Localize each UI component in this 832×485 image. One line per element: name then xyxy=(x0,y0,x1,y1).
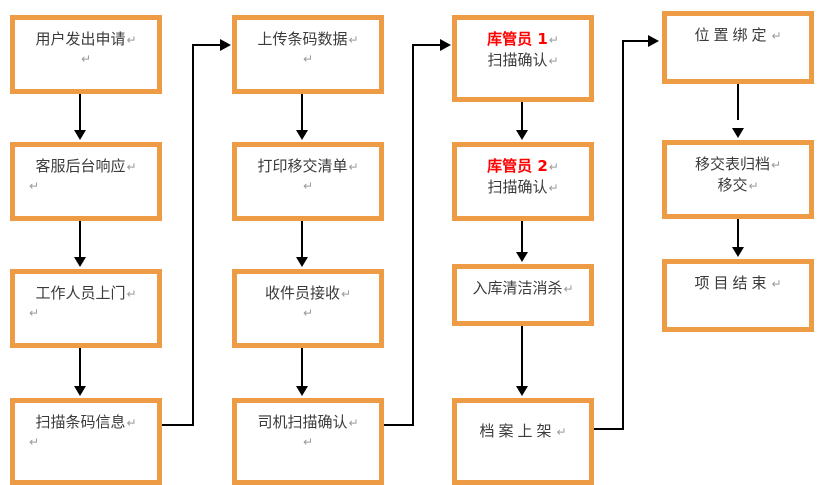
node-label-line1: 收件员接收↵ xyxy=(264,284,352,302)
node-label-line2: 移交↵ xyxy=(717,175,759,194)
arrow-head-icon xyxy=(296,130,308,140)
connector-line xyxy=(622,40,624,430)
arrow-head-icon xyxy=(648,35,659,47)
return-mark-icon: ↵ xyxy=(29,305,40,320)
connector-line xyxy=(737,84,739,120)
return-mark-icon: ↵ xyxy=(29,178,40,193)
connector-line xyxy=(192,44,194,426)
node-label-line2: 扫描确认↵ xyxy=(487,177,559,196)
node-label-line1: 库管员 2↵ xyxy=(487,157,559,175)
connector-line xyxy=(384,424,414,426)
node-inbound-clean-disinfect[interactable]: 入库清洁消杀↵ xyxy=(452,264,594,326)
node-label-line1: 档案上架↵ xyxy=(479,422,567,440)
node-transfer-form-filing[interactable]: 移交表归档↵ 移交↵ xyxy=(662,140,814,219)
arrow-head-icon xyxy=(220,39,231,51)
arrow-head-icon xyxy=(732,247,744,257)
connector-line xyxy=(521,221,523,254)
node-label-line1: 项目结束↵ xyxy=(694,274,782,292)
connector-line xyxy=(301,221,303,259)
return-mark-icon: ↵ xyxy=(302,305,314,320)
node-label-line1: 工作人员上门↵ xyxy=(35,284,137,302)
arrow-head-icon xyxy=(440,39,451,51)
node-label-line1: 司机扫描确认↵ xyxy=(257,413,359,431)
node-print-transfer-list[interactable]: 打印移交清单↵ ↵ xyxy=(232,142,384,221)
arrow-head-icon xyxy=(732,128,744,138)
connector-line xyxy=(79,221,81,259)
node-location-binding[interactable]: 位置绑定↵ xyxy=(662,11,814,84)
return-mark-icon: ↵ xyxy=(29,434,40,449)
connector-line xyxy=(412,44,442,46)
node-label-line2: 扫描确认↵ xyxy=(487,50,559,69)
node-archive-shelving[interactable]: 档案上架↵ xyxy=(452,398,594,485)
node-warehouse-keeper-2[interactable]: 库管员 2↵ 扫描确认↵ xyxy=(452,142,594,221)
connector-line xyxy=(412,44,414,426)
arrow-head-icon xyxy=(296,257,308,267)
arrow-head-icon xyxy=(516,252,528,262)
return-mark-icon: ↵ xyxy=(548,160,559,174)
node-label-line1: 客服后台响应↵ xyxy=(35,157,137,175)
return-mark-icon: ↵ xyxy=(126,160,137,174)
node-warehouse-keeper-1[interactable]: 库管员 1↵ 扫描确认↵ xyxy=(452,15,594,102)
connector-line xyxy=(521,326,523,388)
return-mark-icon: ↵ xyxy=(556,425,567,439)
connector-line xyxy=(79,94,81,132)
arrow-head-icon xyxy=(74,257,86,267)
node-staff-onsite[interactable]: 工作人员上门↵ ↵ xyxy=(10,269,162,348)
arrow-head-icon xyxy=(296,386,308,396)
return-mark-icon: ↵ xyxy=(302,178,314,193)
connector-line xyxy=(192,44,222,46)
node-user-request[interactable]: 用户发出申请↵ ↵ xyxy=(10,15,162,94)
return-mark-icon: ↵ xyxy=(770,158,782,172)
return-mark-icon: ↵ xyxy=(771,29,782,43)
node-receiver-accept[interactable]: 收件员接收↵ ↵ xyxy=(232,269,384,348)
return-mark-icon: ↵ xyxy=(771,277,782,291)
node-label-line1: 打印移交清单↵ xyxy=(257,157,359,175)
connector-line xyxy=(594,428,624,430)
node-label-line1: 上传条码数据↵ xyxy=(257,30,359,48)
node-project-end[interactable]: 项目结束↵ xyxy=(662,259,814,332)
connector-line xyxy=(622,40,650,42)
return-mark-icon: ↵ xyxy=(348,160,359,174)
return-mark-icon: ↵ xyxy=(348,416,359,430)
connector-line xyxy=(301,348,303,388)
connector-line xyxy=(162,424,194,426)
return-mark-icon: ↵ xyxy=(80,51,92,66)
node-scan-barcode[interactable]: 扫描条码信息↵ ↵ xyxy=(10,398,162,485)
return-mark-icon: ↵ xyxy=(548,180,559,195)
return-mark-icon: ↵ xyxy=(302,51,314,66)
node-label-line1: 移交表归档↵ xyxy=(694,155,782,173)
return-mark-icon: ↵ xyxy=(563,282,574,296)
node-label-line1: 库管员 1↵ xyxy=(487,30,559,48)
node-service-response[interactable]: 客服后台响应↵ ↵ xyxy=(10,142,162,221)
arrow-head-icon xyxy=(74,386,86,396)
connector-line xyxy=(737,219,739,249)
arrow-head-icon xyxy=(516,130,528,140)
return-mark-icon: ↵ xyxy=(126,416,137,430)
node-label-line1: 扫描条码信息↵ xyxy=(35,413,137,431)
connector-line xyxy=(79,348,81,388)
connector-line xyxy=(521,102,523,132)
return-mark-icon: ↵ xyxy=(348,33,359,47)
return-mark-icon: ↵ xyxy=(548,33,559,47)
node-label-line1: 入库清洁消杀↵ xyxy=(472,279,574,297)
return-mark-icon: ↵ xyxy=(302,434,314,449)
return-mark-icon: ↵ xyxy=(548,53,559,68)
connector-line xyxy=(301,94,303,132)
node-upload-barcode[interactable]: 上传条码数据↵ ↵ xyxy=(232,15,384,94)
return-mark-icon: ↵ xyxy=(748,178,759,193)
arrow-head-icon xyxy=(516,386,528,396)
node-label-line1: 位置绑定↵ xyxy=(694,26,782,44)
node-label-line1: 用户发出申请↵ xyxy=(35,30,137,48)
node-driver-scan-confirm[interactable]: 司机扫描确认↵ ↵ xyxy=(232,398,384,485)
return-mark-icon: ↵ xyxy=(126,33,137,47)
arrow-head-icon xyxy=(74,130,86,140)
return-mark-icon: ↵ xyxy=(340,287,352,301)
return-mark-icon: ↵ xyxy=(126,287,137,301)
